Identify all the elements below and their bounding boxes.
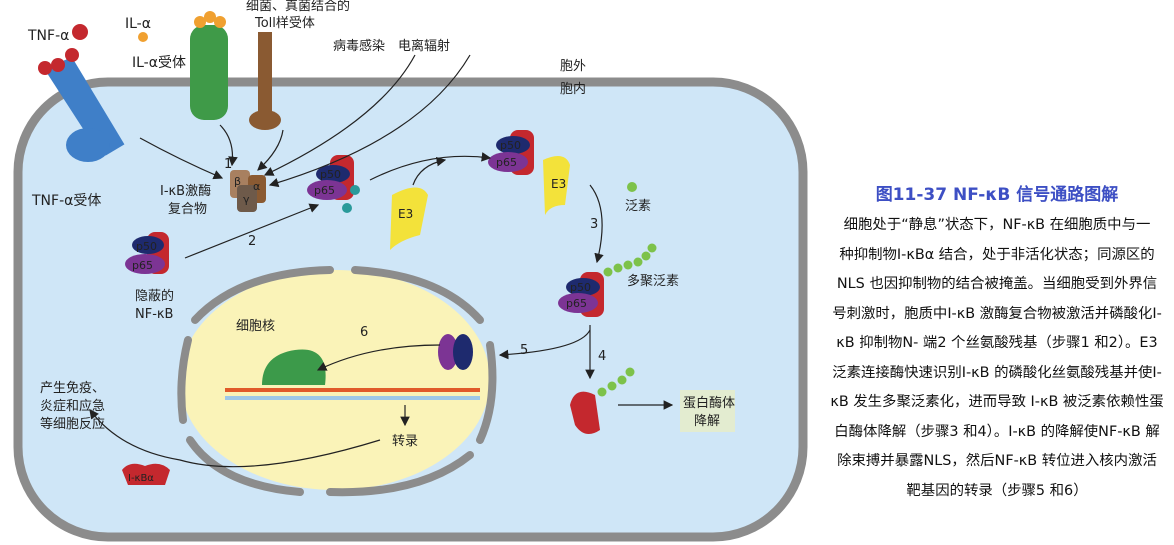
ubiquitin-label: 泛素: [625, 199, 651, 214]
nucleus-label: 细胞核: [236, 319, 275, 334]
toll-label-1: 细菌、真菌结合的: [246, 0, 350, 14]
svg-text:p65: p65: [566, 297, 587, 310]
caption-line: 号刺激时，胞质中I-κB 激酶复合物被激活并磷酸化I-: [832, 305, 1162, 322]
svg-text:E3: E3: [551, 177, 566, 191]
step-5: 5: [520, 343, 528, 358]
svg-text:β: β: [234, 175, 241, 188]
caption-line: 靶基因的转录（步骤5 和6）: [906, 482, 1088, 499]
caption-line: κB 抑制物N- 端2 个丝氨酸残基（步骤1 和2）。E3: [836, 335, 1158, 351]
svg-text:p50: p50: [320, 168, 341, 181]
figure-title: 图11-37 NF-κB 信号通路图解: [875, 185, 1119, 205]
hidden-nfkb-complex: p50 p65: [125, 232, 169, 274]
ikk-complex: β α γ: [230, 170, 266, 212]
response-label-2: 炎症和应急: [40, 398, 105, 414]
svg-text:p65: p65: [132, 259, 153, 272]
caption-line: 细胞处于“静息”状态下，NF-κB 在细胞质中与一: [843, 217, 1151, 233]
e3-bound-complex: p50 p65 E3: [488, 130, 570, 215]
caption-line: κB 发生多聚泛素化，进而导致 I-κB 被泛素依赖性蛋: [830, 394, 1164, 410]
free-nfkb: [438, 334, 473, 370]
tnf-receptor-label: TNF-α受体: [31, 193, 101, 209]
step-3: 3: [590, 217, 598, 232]
step-4: 4: [598, 349, 606, 364]
e3-ligase: [390, 187, 428, 250]
step-6: 6: [360, 325, 368, 340]
ikk-label-2: 复合物: [168, 202, 207, 217]
ikk-label-1: I-κB激酶: [160, 183, 211, 199]
figure-caption: 图11-37 NF-κB 信号通路图解 细胞处于“静息”状态下，NF-κB 在细…: [822, 180, 1172, 506]
radiation-label: 电离辐射: [398, 38, 450, 54]
transcription-label: 转录: [392, 434, 418, 449]
svg-text:p50: p50: [500, 139, 521, 152]
caption-line: 白酶体降解（步骤3 和4）。I-κB 的降解使NF-κB 解: [834, 423, 1160, 440]
caption-line: 泛素连接酶快速识别I-κB 的磷酸化丝氨酸残基并使I-: [832, 364, 1162, 381]
tnf-receptor: [38, 24, 125, 162]
polyubiquitin-label: 多聚泛素: [627, 273, 679, 289]
ikba-product: [122, 463, 170, 485]
proteasome-box: [680, 390, 735, 432]
toll-label-2: Toll样受体: [254, 16, 315, 31]
proteasome-label-2: 降解: [694, 414, 720, 429]
step-1: 1: [224, 157, 232, 172]
outside-label: 胞外: [560, 59, 586, 74]
caption-line: 种抑制物I-κBα 结合，处于非活化状态；同源区的: [839, 246, 1155, 263]
caption-line: NLS 也因抑制物的结合被掩盖。当细胞受到外界信: [836, 276, 1158, 292]
svg-text:γ: γ: [243, 193, 250, 206]
inside-label: 胞内: [560, 81, 586, 97]
il-alpha-label: IL-α: [125, 16, 151, 32]
pathway-arrows: [89, 54, 674, 468]
step-2: 2: [248, 234, 256, 249]
svg-text:I-κBα: I-κBα: [128, 473, 154, 484]
tnf-alpha-label: TNF-α: [27, 28, 69, 44]
hidden-nfkb-label-2: NF-κB: [135, 307, 173, 322]
polyubiquitinated-complex: p50 p65: [558, 243, 657, 317]
hidden-nfkb-label-1: 隐蔽的: [135, 288, 174, 304]
svg-text:p65: p65: [314, 184, 335, 197]
nucleus: [180, 270, 490, 490]
il-alpha-receptor: [138, 11, 228, 120]
target-gene-icon: [262, 349, 326, 385]
response-label-1: 产生免疫、: [40, 380, 105, 396]
phosphorylated-complex: p50 p65: [307, 155, 360, 213]
response-label-3: 等细胞反应: [40, 416, 105, 432]
proteasome-label-1: 蛋白酶体: [683, 395, 735, 411]
toll-receptor: [249, 32, 281, 130]
nfkb-pathway-diagram: TNF-α TNF-α受体 IL-α IL-α受体 细菌、真菌结合的 Toll样…: [13, 0, 808, 542]
svg-text:p50: p50: [570, 281, 591, 294]
nuclear-envelope: [177, 266, 497, 497]
degrading-ikba: [570, 367, 635, 434]
svg-text:p50: p50: [136, 240, 157, 253]
svg-text:p65: p65: [496, 156, 517, 169]
svg-text:α: α: [253, 180, 260, 193]
virus-label: 病毒感染: [333, 38, 385, 54]
ubiquitin-icon: [627, 182, 637, 192]
caption-line: 除束搏并暴露NLS，然后NF-κB 转位进入核内激活: [837, 453, 1157, 469]
svg-text:E3: E3: [398, 207, 413, 221]
il-receptor-label: IL-α受体: [132, 55, 186, 71]
